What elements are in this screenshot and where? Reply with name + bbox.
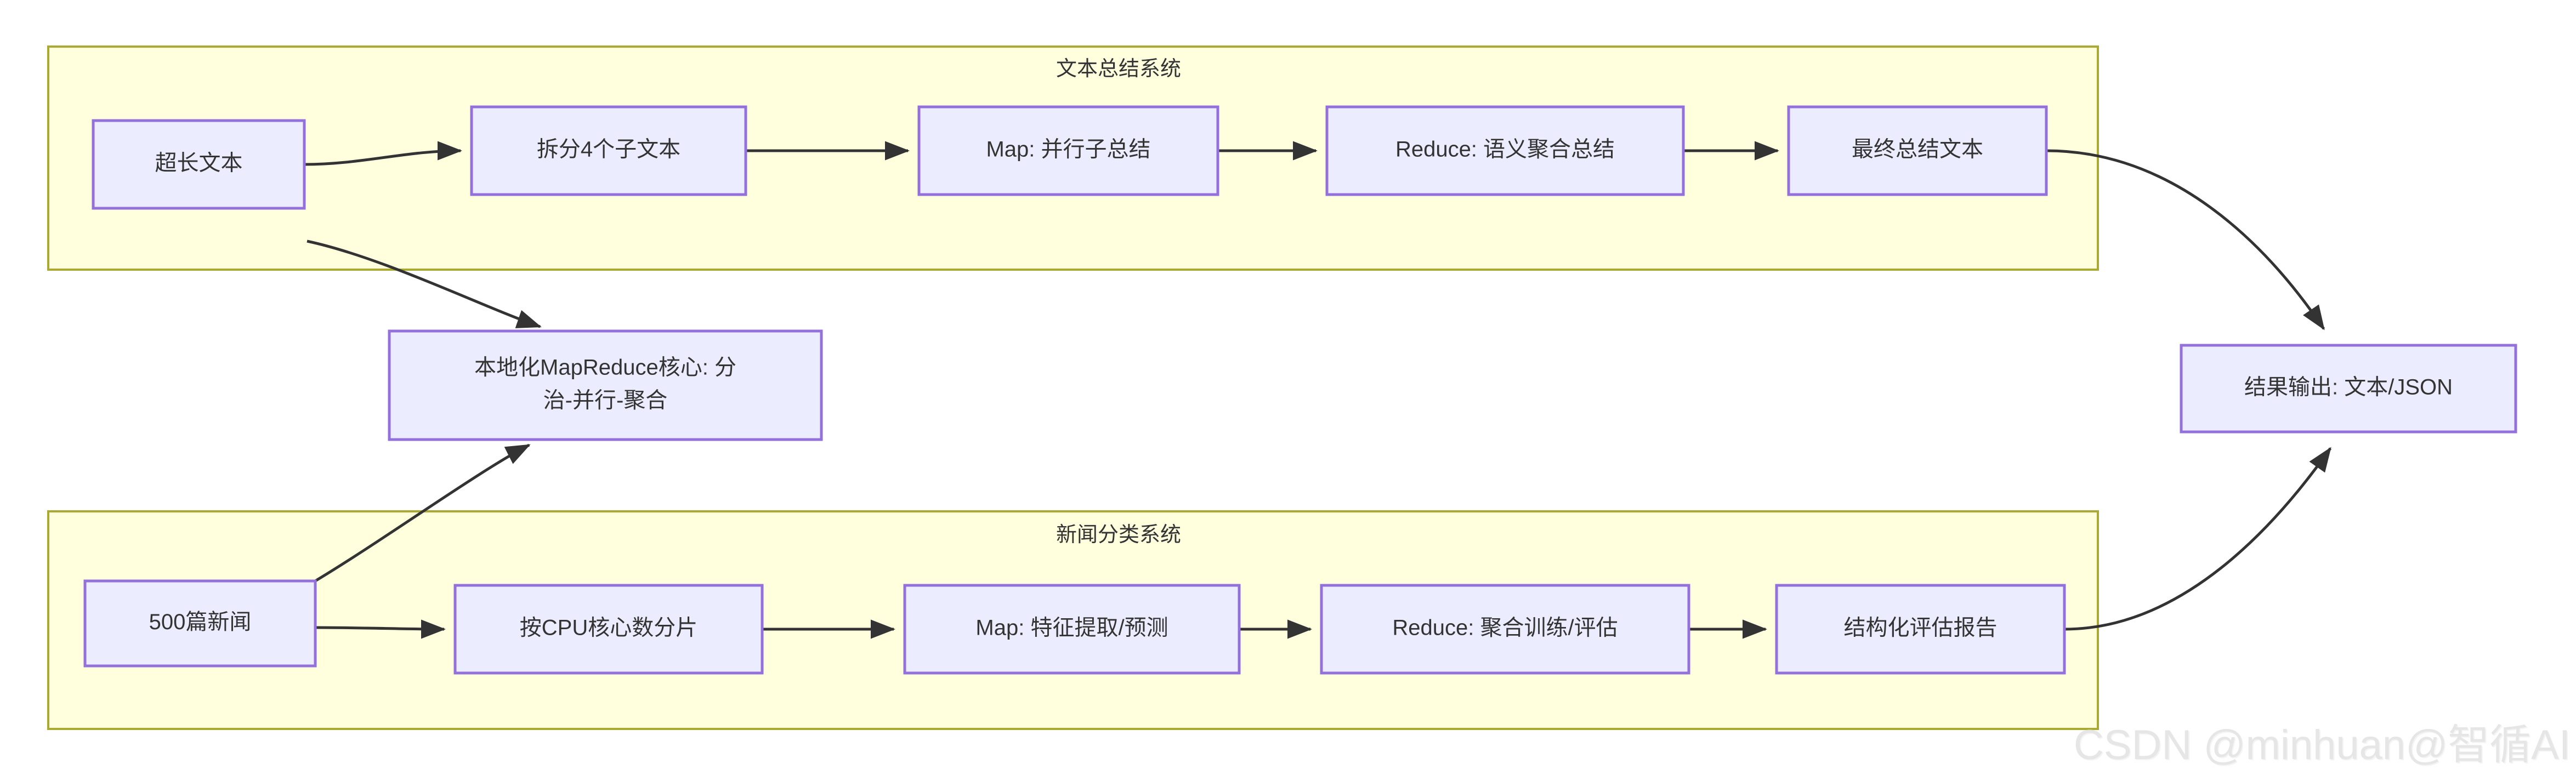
node-split-4-subtexts[interactable]: 拆分4个子文本 [470,105,747,196]
node-box[interactable] [917,105,1219,196]
node-label: 结构化评估报告 [1844,616,1998,640]
edge-500news-to-core [314,443,531,583]
node-final-summary-text[interactable]: 最终总结文本 [1787,105,2048,196]
node-label: 超长文本 [155,151,243,175]
node-box[interactable] [1320,584,1690,675]
cluster-title: 新闻分类系统 [1056,523,1181,546]
edge-longtext-to-core [307,240,542,328]
edge-final-to-output [2046,149,2325,330]
node-map-parallel-summary[interactable]: Map: 并行子总结 [917,105,1219,196]
node-box[interactable] [1325,105,1685,196]
node-box[interactable] [470,105,747,196]
node-group: 超长文本 拆分4个子文本 Map: 并行子总结 Reduce: 语义聚合总结 最终总结文… [83,105,2517,675]
node-box[interactable] [83,579,317,668]
node-long-text[interactable]: 超长文本 [92,119,306,210]
node-box[interactable] [1775,584,2066,675]
node-label: 500篇新闻 [149,610,252,634]
node-box[interactable] [388,329,823,441]
node-mapreduce-core[interactable]: 本地化MapReduce核心: 分治-并行-聚合 [388,329,823,441]
node-box[interactable] [2180,344,2517,434]
node-map-feature-predict[interactable]: Map: 特征提取/预测 [903,584,1241,675]
node-shard-by-cpu[interactable]: 按CPU核心数分片 [453,584,764,675]
edge-longtext-to-split [304,141,463,166]
edge-report-to-output [2064,447,2332,631]
node-box[interactable] [453,584,764,675]
node-label: 本地化MapReduce核心: 分 [474,356,736,380]
node-label: 最终总结文本 [1852,138,1983,162]
node-label: 拆分4个子文本 [537,138,680,162]
node-box[interactable] [92,119,306,210]
node-result-output[interactable]: 结果输出: 文本/JSON [2180,344,2517,434]
node-reduce-train-eval[interactable]: Reduce: 聚合训练/评估 [1320,584,1690,675]
edge-group [304,141,2332,639]
node-reduce-semantic-aggregate[interactable]: Reduce: 语义聚合总结 [1325,105,1685,196]
node-label: 治-并行-聚合 [543,389,668,413]
node-box[interactable] [1787,105,2048,196]
node-label: 结果输出: 文本/JSON [2244,375,2453,400]
node-label: Map: 特征提取/预测 [975,616,1168,640]
node-label: 按CPU核心数分片 [520,616,697,640]
node-500-news[interactable]: 500篇新闻 [83,579,317,668]
node-box[interactable] [903,584,1241,675]
cluster-title: 文本总结系统 [1056,58,1181,81]
node-label: Map: 并行子总结 [986,138,1150,162]
node-label: Reduce: 语义聚合总结 [1395,138,1615,162]
node-label: Reduce: 聚合训练/评估 [1392,616,1618,640]
node-structured-eval-report[interactable]: 结构化评估报告 [1775,584,2066,675]
edge-500news-to-shard [315,619,446,639]
